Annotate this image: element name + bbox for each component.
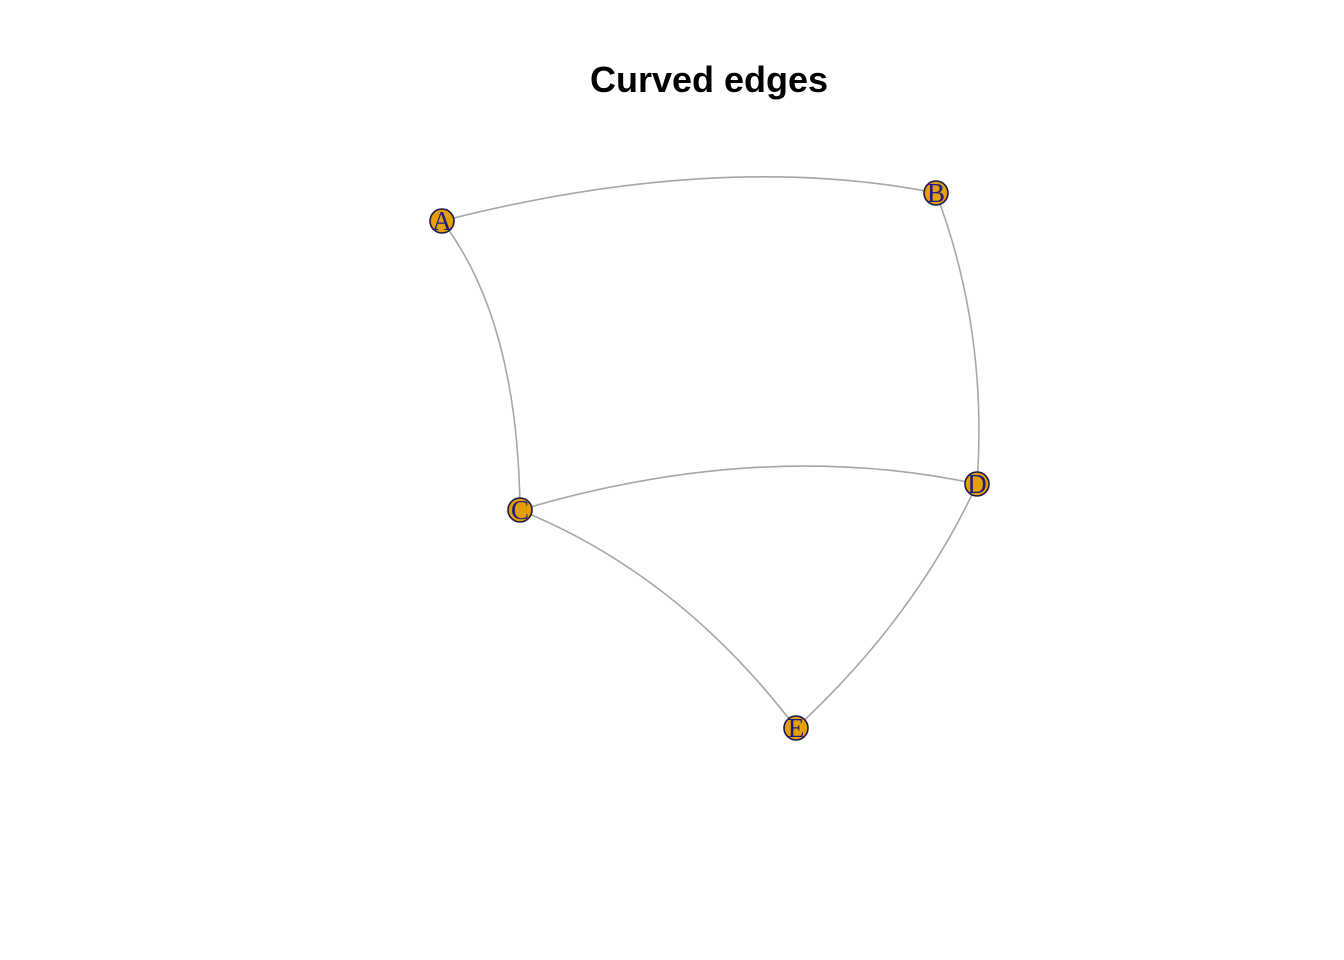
edge-c-d	[519, 465, 978, 511]
vertices-layer: A B C D E	[429, 178, 990, 743]
edge-a-b	[441, 176, 937, 222]
vertex-circle	[964, 471, 990, 497]
vertex-c: C	[507, 495, 533, 525]
vertex-circle	[923, 180, 949, 206]
vertex-circle	[429, 208, 455, 234]
vertex-d: D	[964, 469, 990, 499]
vertex-label: C	[511, 495, 529, 525]
edge-c-e	[519, 509, 797, 729]
plot-title: Curved edges	[590, 59, 828, 100]
vertex-label: D	[967, 469, 987, 499]
vertex-circle	[783, 715, 809, 741]
edge-b-d	[935, 192, 980, 485]
vertex-b: B	[923, 178, 949, 208]
vertex-label: A	[432, 206, 452, 236]
vertex-e: E	[783, 713, 809, 743]
vertex-label: E	[788, 713, 805, 743]
vertex-a: A	[429, 206, 455, 236]
edge-d-e	[795, 483, 978, 729]
vertex-circle	[507, 497, 533, 523]
vertex-label: B	[927, 178, 945, 208]
edges-layer	[441, 176, 980, 729]
edge-a-c	[441, 220, 521, 511]
